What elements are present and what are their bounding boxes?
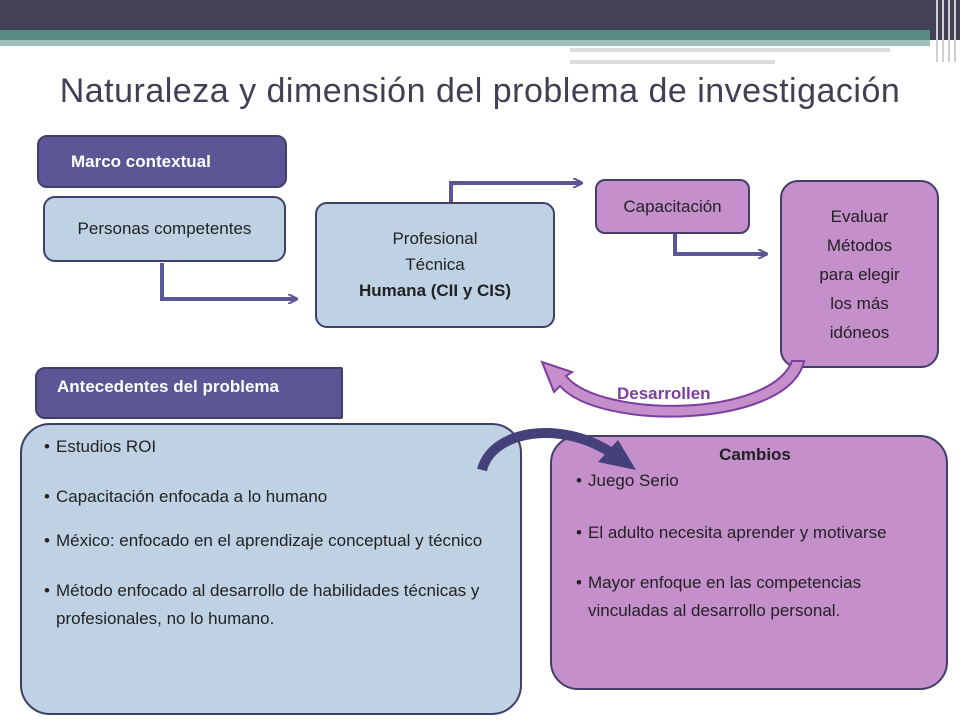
capacitacion-text: Capacitación xyxy=(623,196,722,216)
decor-line xyxy=(570,48,890,52)
cambio-item: Juego Serio xyxy=(576,471,936,491)
marco-header-text: Marco contextual xyxy=(71,151,211,171)
curve-arrow-antecedentes-cambios xyxy=(477,428,613,472)
cambios-header: Cambios xyxy=(719,445,791,464)
antecedente-item: Capacitación enfocada a lo humano xyxy=(44,487,514,507)
decor-vertical-lines xyxy=(930,0,960,62)
cambio-item: El adulto necesita aprender y motivarse xyxy=(576,519,936,547)
profesional-line: Profesional xyxy=(392,229,478,248)
decor-line xyxy=(570,60,775,64)
profesional-box: Profesional Técnica Humana (CII y CIS) xyxy=(315,202,555,328)
evaluar-line: Métodos xyxy=(826,235,893,255)
antecedentes-list: Estudios ROI Capacitación enfocada a lo … xyxy=(42,437,514,633)
cambios-list: Juego Serio El adulto necesita aprender … xyxy=(574,471,936,625)
antecedentes-header-text: Antecedentes del problema xyxy=(57,377,280,396)
marco-contextual-header: Marco contextual xyxy=(37,135,287,188)
curve-arrowhead xyxy=(598,440,636,470)
evaluar-line: para elegir xyxy=(819,264,900,284)
antecedente-item: Método enfocado al desarrollo de habilid… xyxy=(44,577,514,633)
antecedente-item: Estudios ROI xyxy=(44,437,514,457)
arrow-capacitacion-evaluar xyxy=(673,234,766,254)
cambios-box: Cambios Juego Serio El adulto necesita a… xyxy=(550,435,948,690)
desarrollen-arrow xyxy=(540,360,806,418)
evaluar-line: los más xyxy=(830,293,889,313)
tecnica-line: Técnica xyxy=(405,255,465,274)
antecedente-item: México: enfocado en el aprendizaje conce… xyxy=(44,527,514,555)
slide-title: Naturaleza y dimensión del problema de i… xyxy=(59,72,901,110)
antecedentes-header: Antecedentes del problema xyxy=(35,367,343,419)
evaluar-line: Evaluar xyxy=(830,206,889,226)
humana-line: Humana (CII y CIS) xyxy=(358,281,512,300)
cambio-item: Mayor enfoque en las competencias vincul… xyxy=(576,569,936,625)
antecedentes-box: Estudios ROI Capacitación enfocada a lo … xyxy=(20,423,522,715)
evaluar-line: idóneos xyxy=(829,322,890,342)
arrow-profesional-capacitacion xyxy=(449,183,581,202)
arrow-personas-profesional xyxy=(160,263,296,299)
personas-competentes-box: Personas competentes xyxy=(43,196,286,262)
desarrollen-label: Desarrollen xyxy=(617,384,711,403)
personas-text: Personas competentes xyxy=(77,219,252,238)
top-stripe-light xyxy=(0,40,930,46)
capacitacion-box: Capacitación xyxy=(595,179,750,234)
evaluar-box: Evaluar Métodos para elegir los más idón… xyxy=(780,180,939,368)
